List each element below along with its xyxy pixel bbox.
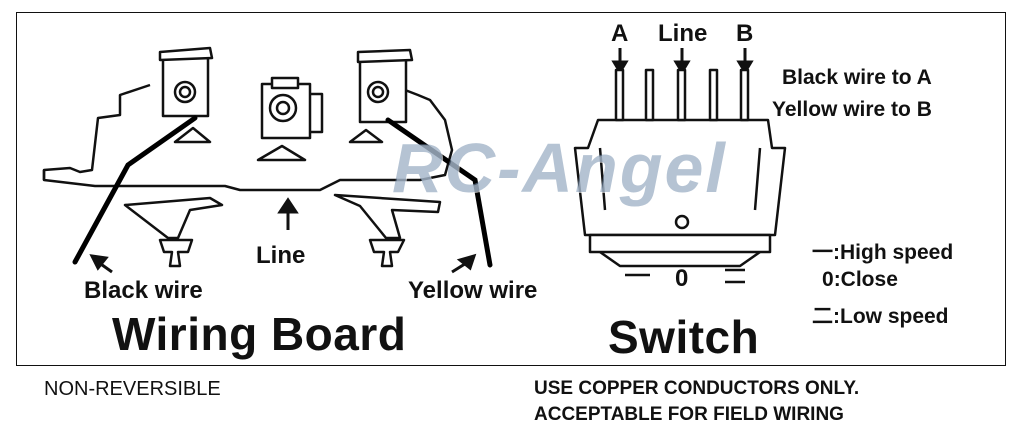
legend-close: 0:Close <box>822 268 898 292</box>
switch-base <box>588 233 772 254</box>
terminal-line-label: Line <box>658 20 708 47</box>
switch-pins <box>614 68 750 122</box>
note-yellow-wire: Yellow wire to B <box>772 98 932 121</box>
legend-text: :Close <box>833 268 898 291</box>
board-line-label: Line <box>256 242 306 269</box>
black-wire-label: Black wire <box>84 277 203 304</box>
terminal-a-label: A <box>611 20 629 47</box>
yellow-wire-label: Yellow wire <box>408 277 538 304</box>
legend-symbol: 0 <box>822 268 834 291</box>
switch-housing <box>573 118 787 237</box>
legend-low-speed: 二:Low speed <box>812 300 949 330</box>
legend-text: :Low speed <box>833 305 949 328</box>
legend-high-speed: 一:High speed <box>812 236 953 266</box>
board-tab-right <box>333 193 442 240</box>
board-connector-right <box>368 238 406 268</box>
footer-field-wiring: ACCEPTABLE FOR FIELD WIRING <box>534 404 844 425</box>
watermark-text: RC-Angel <box>392 129 727 207</box>
yellow-wire <box>385 117 493 268</box>
board-connector-left <box>158 238 194 268</box>
terminal-b-label: B <box>736 20 754 47</box>
black-wire <box>72 115 198 265</box>
footer-non-reversible: NON-REVERSIBLE <box>44 378 221 400</box>
switch-title: Switch <box>608 311 760 363</box>
note-black-wire: Black wire to A <box>782 66 932 89</box>
legend-text: :High speed <box>833 241 954 264</box>
footer-copper-conductors: USE COPPER CONDUCTORS ONLY. <box>534 378 860 399</box>
wiring-board-title: Wiring Board <box>112 308 407 360</box>
switch-zero-mark: 0 <box>675 265 689 292</box>
switch-indicator <box>674 214 690 230</box>
legend-symbol: 二 <box>812 305 833 328</box>
board-tab-left <box>123 196 224 240</box>
diagram-frame <box>16 12 1006 366</box>
wiring-board-body <box>42 83 454 192</box>
legend-symbol: 一 <box>812 241 833 264</box>
